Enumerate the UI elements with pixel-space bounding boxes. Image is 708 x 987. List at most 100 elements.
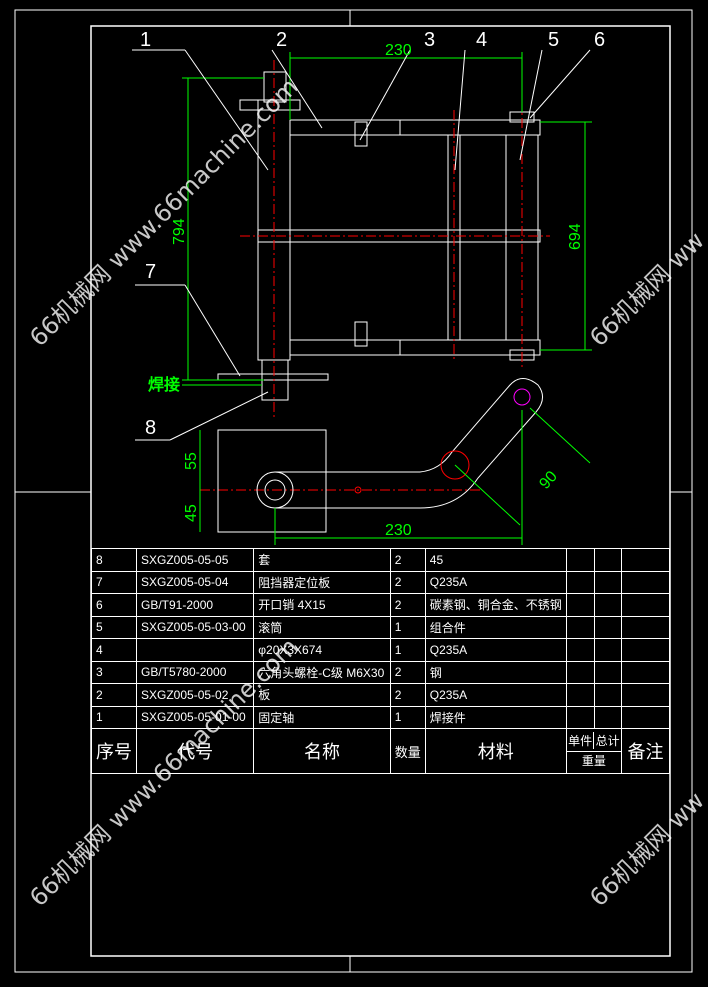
bom-cell-total — [594, 615, 622, 639]
bom-cell-material: 组合件 — [424, 615, 567, 639]
bom-cell-total — [594, 570, 622, 594]
bom-cell-name: 套 — [253, 548, 391, 572]
bom-cell-name: 固定轴 — [253, 705, 391, 729]
callout-8: 8 — [145, 417, 156, 439]
bom-cell-total — [594, 705, 622, 729]
bom-cell-no: 1 — [91, 705, 137, 729]
bom-cell-unit — [565, 660, 596, 684]
header-code: 代号 — [135, 728, 255, 774]
bom-cell-code: SXGZ005-05-04 — [135, 570, 255, 594]
bom-cell-qty: 2 — [389, 683, 426, 707]
bom-cell-no: 4 — [91, 638, 137, 662]
bom-cell-remark — [620, 593, 671, 617]
bom-cell-name: 板 — [253, 683, 391, 707]
leader-3 — [359, 49, 411, 141]
header-total: 总计 — [595, 733, 620, 748]
bolt-bottom — [354, 321, 368, 347]
bom-cell-qty: 2 — [389, 548, 426, 572]
sheet-inner-border — [90, 25, 671, 957]
bom-cell-material: Q235A — [424, 683, 567, 707]
bolt-top — [354, 121, 368, 147]
center-lines — [200, 60, 550, 491]
bom-cell-unit — [565, 570, 596, 594]
leader-8-arrow — [169, 391, 269, 441]
bom-cell-no: 8 — [91, 548, 137, 572]
header-name: 名称 — [253, 728, 391, 774]
bom-cell-no: 5 — [91, 615, 137, 639]
bom-cell-name: 开口销 4X15 — [253, 593, 391, 617]
shaft-boss-inner — [264, 479, 286, 501]
dim-bottom-text: 230 — [385, 522, 412, 539]
bom-cell-total — [594, 660, 622, 684]
dim-diag-text: 90 — [536, 468, 561, 493]
bom-cell-qty: 1 — [389, 705, 426, 729]
header-remark: 备注 — [620, 728, 671, 774]
bom-cell-code: SXGZ005-05-05 — [135, 548, 255, 572]
bom-cell-unit — [565, 615, 596, 639]
leader-lines — [132, 49, 591, 441]
shaft-cap — [239, 99, 301, 111]
center-hole — [354, 486, 362, 494]
bom-cell-name: 六角头螺栓-C级 M6X30 — [253, 660, 391, 684]
bom-cell-total — [594, 548, 622, 572]
bom-cell-remark — [620, 570, 671, 594]
bom-header-row: 序号 代号 名称 数量 材料 单件 总计 重量 备注 — [91, 728, 671, 774]
dimension-labels: 230 794 694 230 55 45 90 焊接 — [148, 42, 584, 539]
dim-top-text: 230 — [385, 42, 412, 59]
arm-hole-mid — [440, 450, 470, 480]
dimension-lines — [182, 52, 592, 545]
bom-cell-no: 7 — [91, 570, 137, 594]
leader-1-arrow — [184, 49, 269, 171]
bom-cell-no: 6 — [91, 593, 137, 617]
bom-cell-material: Q235A — [424, 570, 567, 594]
bom-cell-material: 45 — [424, 548, 567, 572]
side-view — [217, 378, 543, 533]
bom-cell-unit — [565, 638, 596, 662]
bom-cell-remark — [620, 660, 671, 684]
bom-cell-unit — [565, 683, 596, 707]
dim-diag-ext — [454, 464, 521, 526]
bom-cell-total — [594, 593, 622, 617]
base-block — [217, 429, 327, 533]
bom-cell-unit — [565, 593, 596, 617]
leader-5 — [519, 49, 543, 161]
weld-note: 焊接 — [148, 375, 180, 394]
header-qty: 数量 — [389, 728, 426, 774]
bom-cell-code — [135, 638, 255, 662]
callout-3: 3 — [424, 29, 435, 51]
bom-cell-qty: 2 — [389, 660, 426, 684]
bom-cell-remark — [620, 615, 671, 639]
dim-left-text: 794 — [171, 218, 188, 245]
bom-cell-qty: 2 — [389, 593, 426, 617]
bom-cell-qty: 2 — [389, 570, 426, 594]
bom-cell-remark — [620, 638, 671, 662]
callout-5: 5 — [548, 29, 559, 51]
bom-cell-code: SXGZ005-05-03-00 — [135, 615, 255, 639]
stop-plate-7 — [217, 373, 329, 381]
plate-bottom — [289, 339, 541, 356]
leader-4 — [454, 49, 466, 171]
bom-cell-material: Q235A — [424, 638, 567, 662]
callout-7: 7 — [145, 261, 156, 283]
bom-cell-remark — [620, 548, 671, 572]
header-unit: 单件 — [567, 731, 595, 749]
bom-cell-no: 3 — [91, 660, 137, 684]
bom-cell-remark — [620, 683, 671, 707]
sheet-outer-border — [14, 9, 693, 973]
shaft-collar — [263, 71, 287, 103]
bom-cell-unit — [565, 705, 596, 729]
header-no: 序号 — [91, 728, 137, 774]
bom-cell-name: 滚筒 — [253, 615, 391, 639]
callout-labels: 1 2 3 4 5 6 7 8 — [140, 29, 605, 439]
callout-1: 1 — [140, 29, 151, 51]
callout-2: 2 — [276, 29, 287, 51]
